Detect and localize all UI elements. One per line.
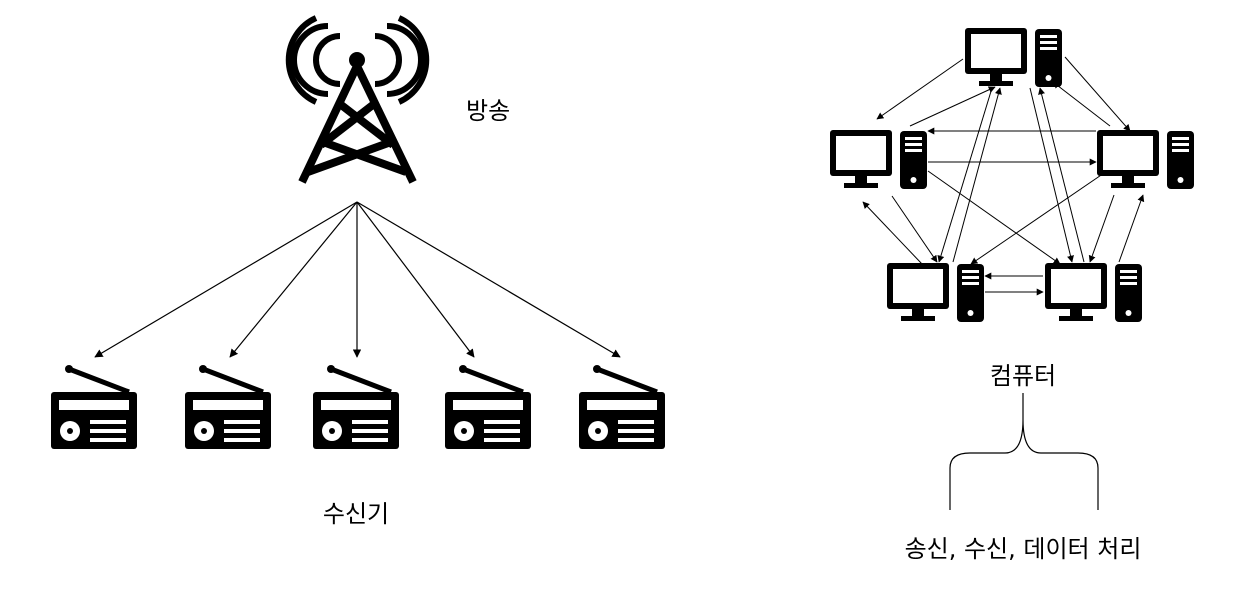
- radio-icon: [185, 365, 271, 449]
- desktop-computer-icon: [830, 130, 927, 189]
- desktop-computer-icon: [1097, 130, 1194, 189]
- network-arrows: [862, 56, 1145, 296]
- broadcast-tower: [285, 15, 430, 184]
- radio-icon: [445, 365, 531, 449]
- radio-icon: [313, 365, 399, 449]
- computer-functions-label: 송신, 수신, 데이터 처리: [905, 535, 1142, 563]
- radio-tower-icon: [285, 15, 430, 184]
- radio-icon: [51, 365, 137, 449]
- broadcast-label: 방송: [466, 97, 510, 125]
- receiver-radios: [51, 365, 665, 449]
- computer-label: 컴퓨터: [990, 362, 1056, 390]
- desktop-computer-icon: [1045, 263, 1142, 322]
- receivers-label: 수신기: [323, 500, 389, 528]
- network-computers: [830, 28, 1194, 322]
- desktop-computer-icon: [965, 28, 1062, 87]
- desktop-computer-icon: [887, 263, 984, 322]
- radio-icon: [579, 365, 665, 449]
- curly-bracket: [949, 393, 1099, 510]
- broadcast-arrows: [94, 201, 621, 358]
